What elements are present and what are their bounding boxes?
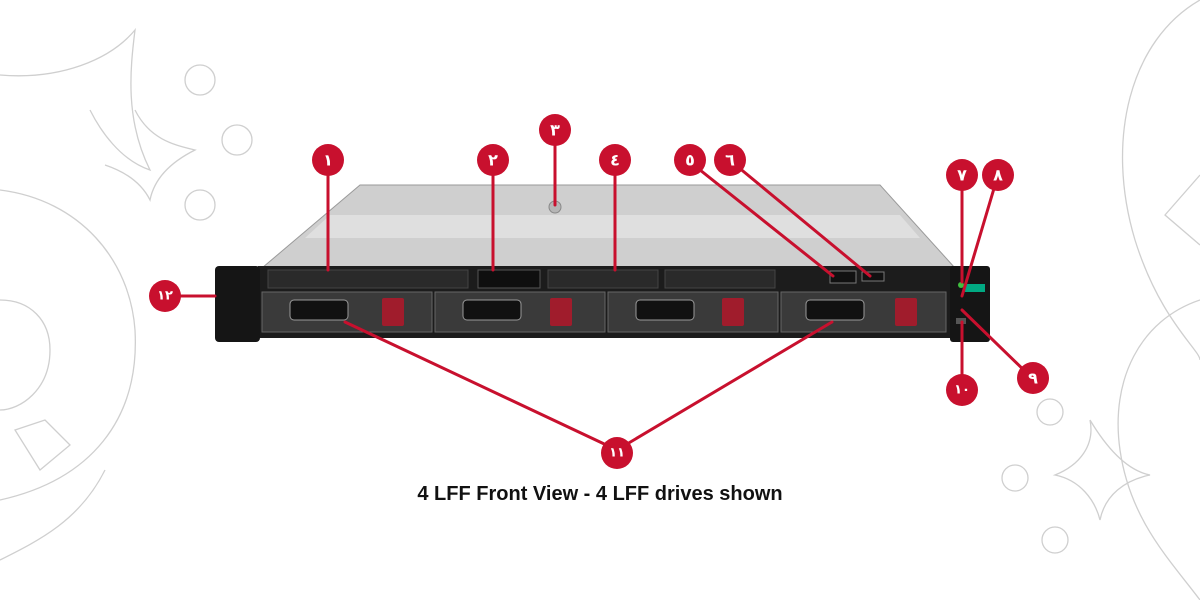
callout-7: ٧: [946, 159, 978, 191]
leader-line-9: [960, 308, 1034, 380]
hpe-logo-badge: [965, 284, 985, 292]
vent-middle: [547, 269, 659, 289]
drive-grille: [635, 299, 695, 321]
callout-label: ١٢: [157, 289, 173, 304]
callout-label: ٩: [1028, 369, 1038, 388]
callout-5: ٥: [674, 144, 706, 176]
callout-3: ٣: [539, 114, 571, 146]
top-cover-highlight: [305, 215, 920, 238]
power-button: [958, 282, 964, 288]
display-port: [829, 270, 857, 284]
callout-label: ١١: [609, 446, 625, 461]
vent-left: [267, 269, 469, 289]
leader-line-11a: [343, 320, 619, 452]
vent-right: [664, 269, 776, 289]
callout-8: ٨: [982, 159, 1014, 191]
callout-2: ٢: [477, 144, 509, 176]
callout-label: ١٠: [954, 383, 970, 398]
drive-grille: [289, 299, 349, 321]
callout-10: ١٠: [946, 374, 978, 406]
drive-grille: [805, 299, 865, 321]
leader-line-11b: [615, 320, 834, 452]
leader-lines: [163, 138, 1034, 452]
leader-line-5: [688, 160, 835, 278]
callout-label: ٨: [993, 166, 1003, 185]
leader-line-8: [960, 173, 1000, 298]
callout-4: ٤: [599, 144, 631, 176]
callout-label: ١: [323, 151, 333, 170]
drive-latch: [895, 298, 917, 326]
callout-label: ٣: [550, 121, 560, 140]
drive-latch: [722, 298, 744, 326]
optical-slot: [477, 269, 541, 289]
callout-1: ١: [312, 144, 344, 176]
callout-label: ٥: [685, 151, 695, 170]
callout-label: ٧: [957, 166, 967, 185]
server-chassis: [215, 184, 990, 342]
drive-latch: [550, 298, 572, 326]
callout-badges: ١ ٢ ٣ ٤ ٥ ٦ ٧ ٨: [149, 114, 1049, 469]
callout-6: ٦: [714, 144, 746, 176]
drive-latch: [382, 298, 404, 326]
diagram-caption: 4 LFF Front View - 4 LFF drives shown: [417, 483, 783, 505]
left-rack-ear: [215, 266, 260, 342]
callout-label: ٢: [488, 151, 498, 170]
usb-port: [861, 271, 885, 282]
callout-label: ٦: [725, 151, 735, 170]
leader-line-6: [730, 160, 872, 278]
callout-12: ١٢: [149, 280, 181, 312]
drive-grille: [462, 299, 522, 321]
callout-9: ٩: [1017, 362, 1049, 394]
callout-label: ٤: [610, 151, 620, 170]
drive-bays: [261, 291, 947, 333]
callout-11: ١١: [601, 437, 633, 469]
